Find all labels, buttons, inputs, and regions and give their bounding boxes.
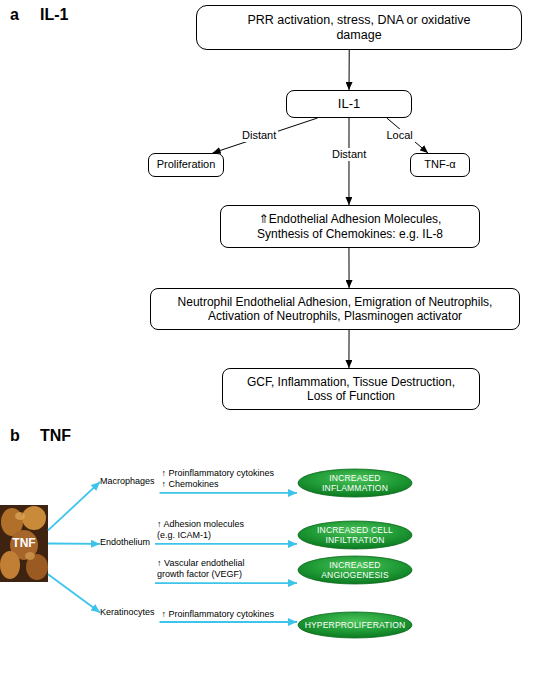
node-text: Endothelium <box>100 537 150 548</box>
protein-subunit <box>22 506 46 530</box>
cytokine-box: IL-1 <box>286 90 412 118</box>
node-text: Neutrophil Endothelial Adhesion, Emigrat… <box>157 295 513 324</box>
panel-letter: b <box>10 428 20 444</box>
edge-label: Distant <box>240 129 278 143</box>
ellipse-shape <box>298 556 412 584</box>
cyan-arrow <box>48 574 100 612</box>
panel-title: TNF <box>40 428 71 444</box>
protein-illustration <box>0 505 48 582</box>
mediator-label: ↑ Proinflammatory cytokines ↑ Chemokines <box>162 468 280 491</box>
cyan-arrow <box>160 492 297 494</box>
flow-arrow <box>349 50 350 90</box>
effect-box: Proliferation <box>148 153 224 177</box>
process-box: ⇑Endothelial Adhesion Molecules, Synthes… <box>220 205 480 248</box>
edge-label: Local <box>384 129 414 143</box>
cyan-arrow <box>48 543 100 545</box>
mediator-label: ↑ Proinflammatory cytokines <box>162 609 275 620</box>
node-text: Macrophages <box>100 476 155 487</box>
ellipse-shape <box>298 469 412 497</box>
cell-type: Macrophages <box>100 476 160 498</box>
ellipse-shape <box>298 612 412 638</box>
flow-arrow <box>348 248 349 288</box>
cyan-arrow <box>160 621 297 623</box>
ellipse-shape <box>298 521 412 549</box>
protein-image: TNF <box>0 505 48 582</box>
mediator-label: ↑ Vascular endothelial growth factor (VE… <box>157 558 257 581</box>
node-text: GCF, Inflammation, Tissue Destruction, L… <box>243 375 459 404</box>
effect-ellipse: INCREASED INFLAMMATION <box>297 468 413 498</box>
flow-arrow <box>348 118 349 205</box>
node-text: INCREASED ANGIOGENESIS <box>307 560 403 580</box>
cytokine-box: TNF-α <box>410 153 470 177</box>
node-text: Proliferation <box>157 158 216 171</box>
cyan-arrow <box>155 543 297 545</box>
flow-arrow <box>348 330 349 368</box>
node-text: INCREASED CELL INFILTRATION <box>307 525 403 545</box>
cyan-arrow <box>48 482 100 530</box>
stimulus-box: PRR activation, stress, DNA or oxidative… <box>196 5 522 50</box>
mediator-label: ↑ Adhesion molecules (e.g. ICAM-1) <box>157 519 252 542</box>
protein-subunit <box>0 551 20 579</box>
panel-letter: a <box>10 7 19 23</box>
node-text: TNF <box>12 536 35 550</box>
protein-background <box>0 505 48 582</box>
protein-highlight <box>15 512 25 520</box>
node-text: PRR activation, stress, DNA or oxidative… <box>227 13 491 43</box>
process-box: Neutrophil Endothelial Adhesion, Emigrat… <box>150 288 520 330</box>
effect-ellipse: INCREASED ANGIOGENESIS <box>297 555 413 585</box>
outcome-box: GCF, Inflammation, Tissue Destruction, L… <box>222 368 480 410</box>
cyan-arrow <box>155 582 297 584</box>
effect-ellipse: INCREASED CELL INFILTRATION <box>297 520 413 550</box>
node-text: IL-1 <box>338 96 360 112</box>
flow-arrow <box>213 118 318 153</box>
edge-label: Distant <box>330 148 368 162</box>
node-text: Keratinocytes <box>100 607 155 618</box>
cell-type: Endothelium <box>100 537 155 590</box>
cell-type: Keratinocytes <box>100 607 160 627</box>
node-text: ⇑Endothelial Adhesion Molecules, Synthes… <box>235 212 465 241</box>
effect-ellipse: HYPERPROLIFERATION <box>297 611 413 639</box>
node-text: INCREASED INFLAMMATION <box>307 473 403 493</box>
protein-highlight <box>25 552 35 560</box>
node-text: HYPERPROLIFERATION <box>305 620 406 630</box>
node-text: TNF-α <box>424 158 455 171</box>
panel-title: IL-1 <box>40 7 68 23</box>
